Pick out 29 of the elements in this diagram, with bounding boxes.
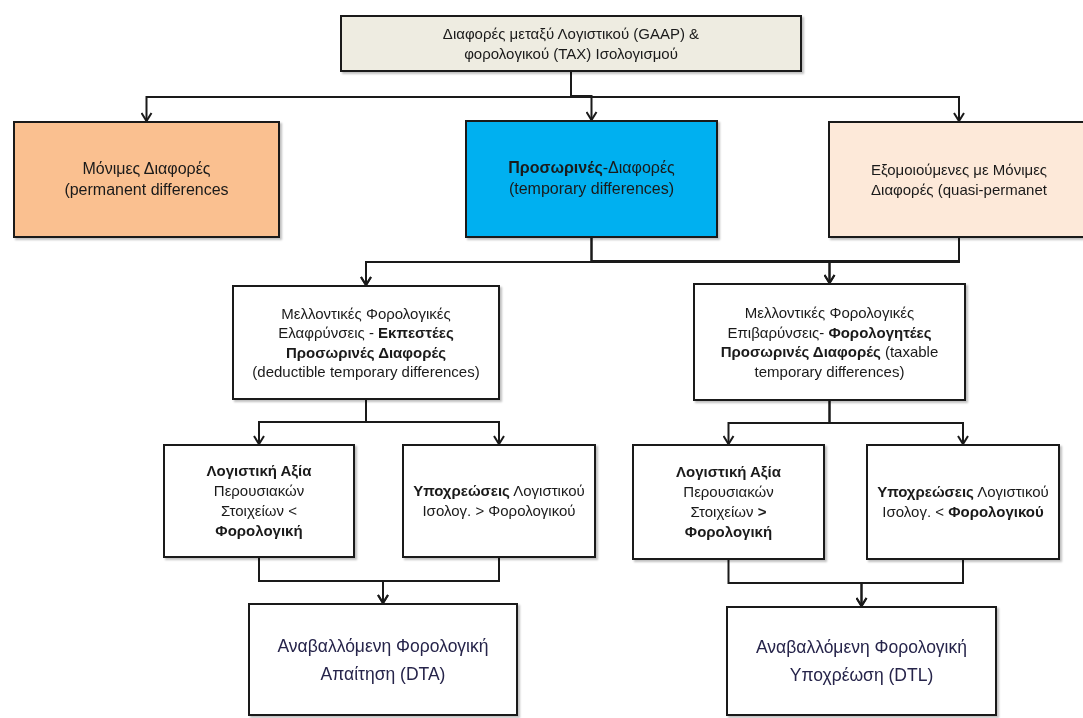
box-text: Λογιστική Αξία Περουσιακών Στοιχείων < Φορολογική bbox=[205, 460, 313, 542]
box-text: Αναβαλλόμενη Φορολογική Απαίτηση (DTA) bbox=[276, 634, 490, 686]
process-box bbox=[340, 15, 802, 72]
connector-arrow bbox=[377, 557, 500, 604]
process-box bbox=[726, 606, 997, 716]
box-text: Αναβαλλόμενη Φορολογική Υποχρέωση (DTL) bbox=[755, 636, 968, 687]
process-box bbox=[828, 121, 1083, 238]
box-text: Μόνιμες Διαφορές (permanent differences bbox=[63, 158, 230, 200]
box-text: Υποχρεώσεις Λογιστικού Ισολογ. > Φορολογικού bbox=[412, 480, 586, 521]
box-text: Υποχρεώσεις Λογιστικού Ισολογ. < Φορολογικού bbox=[876, 481, 1050, 522]
box-text: Διαφορές μεταξύ Λογιστικού (GAAP) & φορολογικού (TAX) Ισολογισμού bbox=[441, 24, 701, 63]
connector-arrow bbox=[828, 400, 969, 445]
connector-arrow bbox=[365, 399, 505, 445]
connector-arrow bbox=[823, 237, 960, 284]
box-text: Μελλοντικές Φορολογικές Επιβαρύνσεις- Φορολογητέες Προσωρινές Διαφορές (taxable temporary differences) bbox=[719, 303, 940, 381]
process-box bbox=[13, 121, 280, 238]
process-box bbox=[693, 283, 966, 401]
process-box bbox=[248, 603, 518, 716]
process-box bbox=[163, 444, 355, 558]
box-text: Μελλοντικές Φορολογικές Ελαφρύνσεις - Εκπεστέες Προσωρινές Διαφορές (deductible temporary differences) bbox=[251, 303, 481, 382]
box-text: Εξομοιούμενες με Μόνιμες Διαφορές (quasi-permanet bbox=[869, 160, 1049, 199]
connector-arrow bbox=[855, 559, 964, 607]
process-box bbox=[632, 444, 825, 560]
process-box bbox=[866, 444, 1060, 560]
process-box bbox=[402, 444, 596, 558]
box-text: Προσωρινές-Διαφορές (temporary differences) bbox=[507, 158, 676, 199]
process-box bbox=[465, 120, 718, 238]
box-text: Λογιστική Αξία Περουσιακών Στοιχείων > Φορολογική bbox=[675, 461, 782, 543]
process-box bbox=[232, 285, 500, 400]
